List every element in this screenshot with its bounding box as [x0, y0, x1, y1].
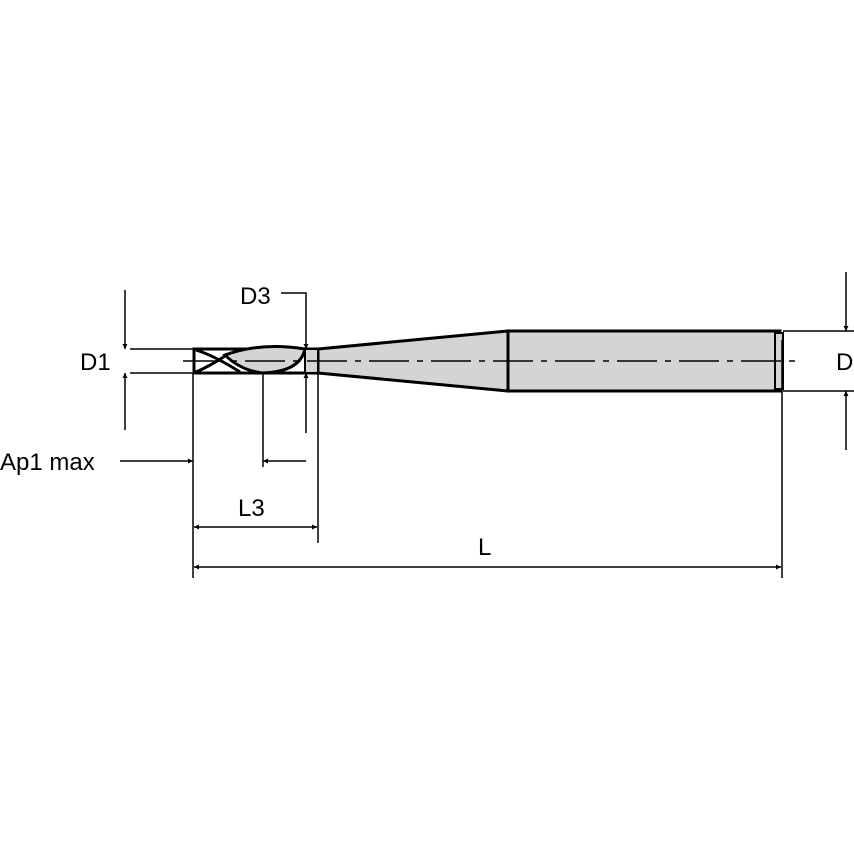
flute-edge [195, 348, 241, 374]
flute-ellipse [222, 345, 307, 375]
l-label: L [478, 534, 491, 561]
d1-label: D1 [80, 349, 111, 376]
d3-leader [281, 292, 309, 349]
ap1max-label: Ap1 max [0, 449, 95, 476]
d-label: D [836, 349, 853, 376]
l3-label: L3 [238, 495, 265, 522]
d3-label: D3 [240, 283, 271, 310]
